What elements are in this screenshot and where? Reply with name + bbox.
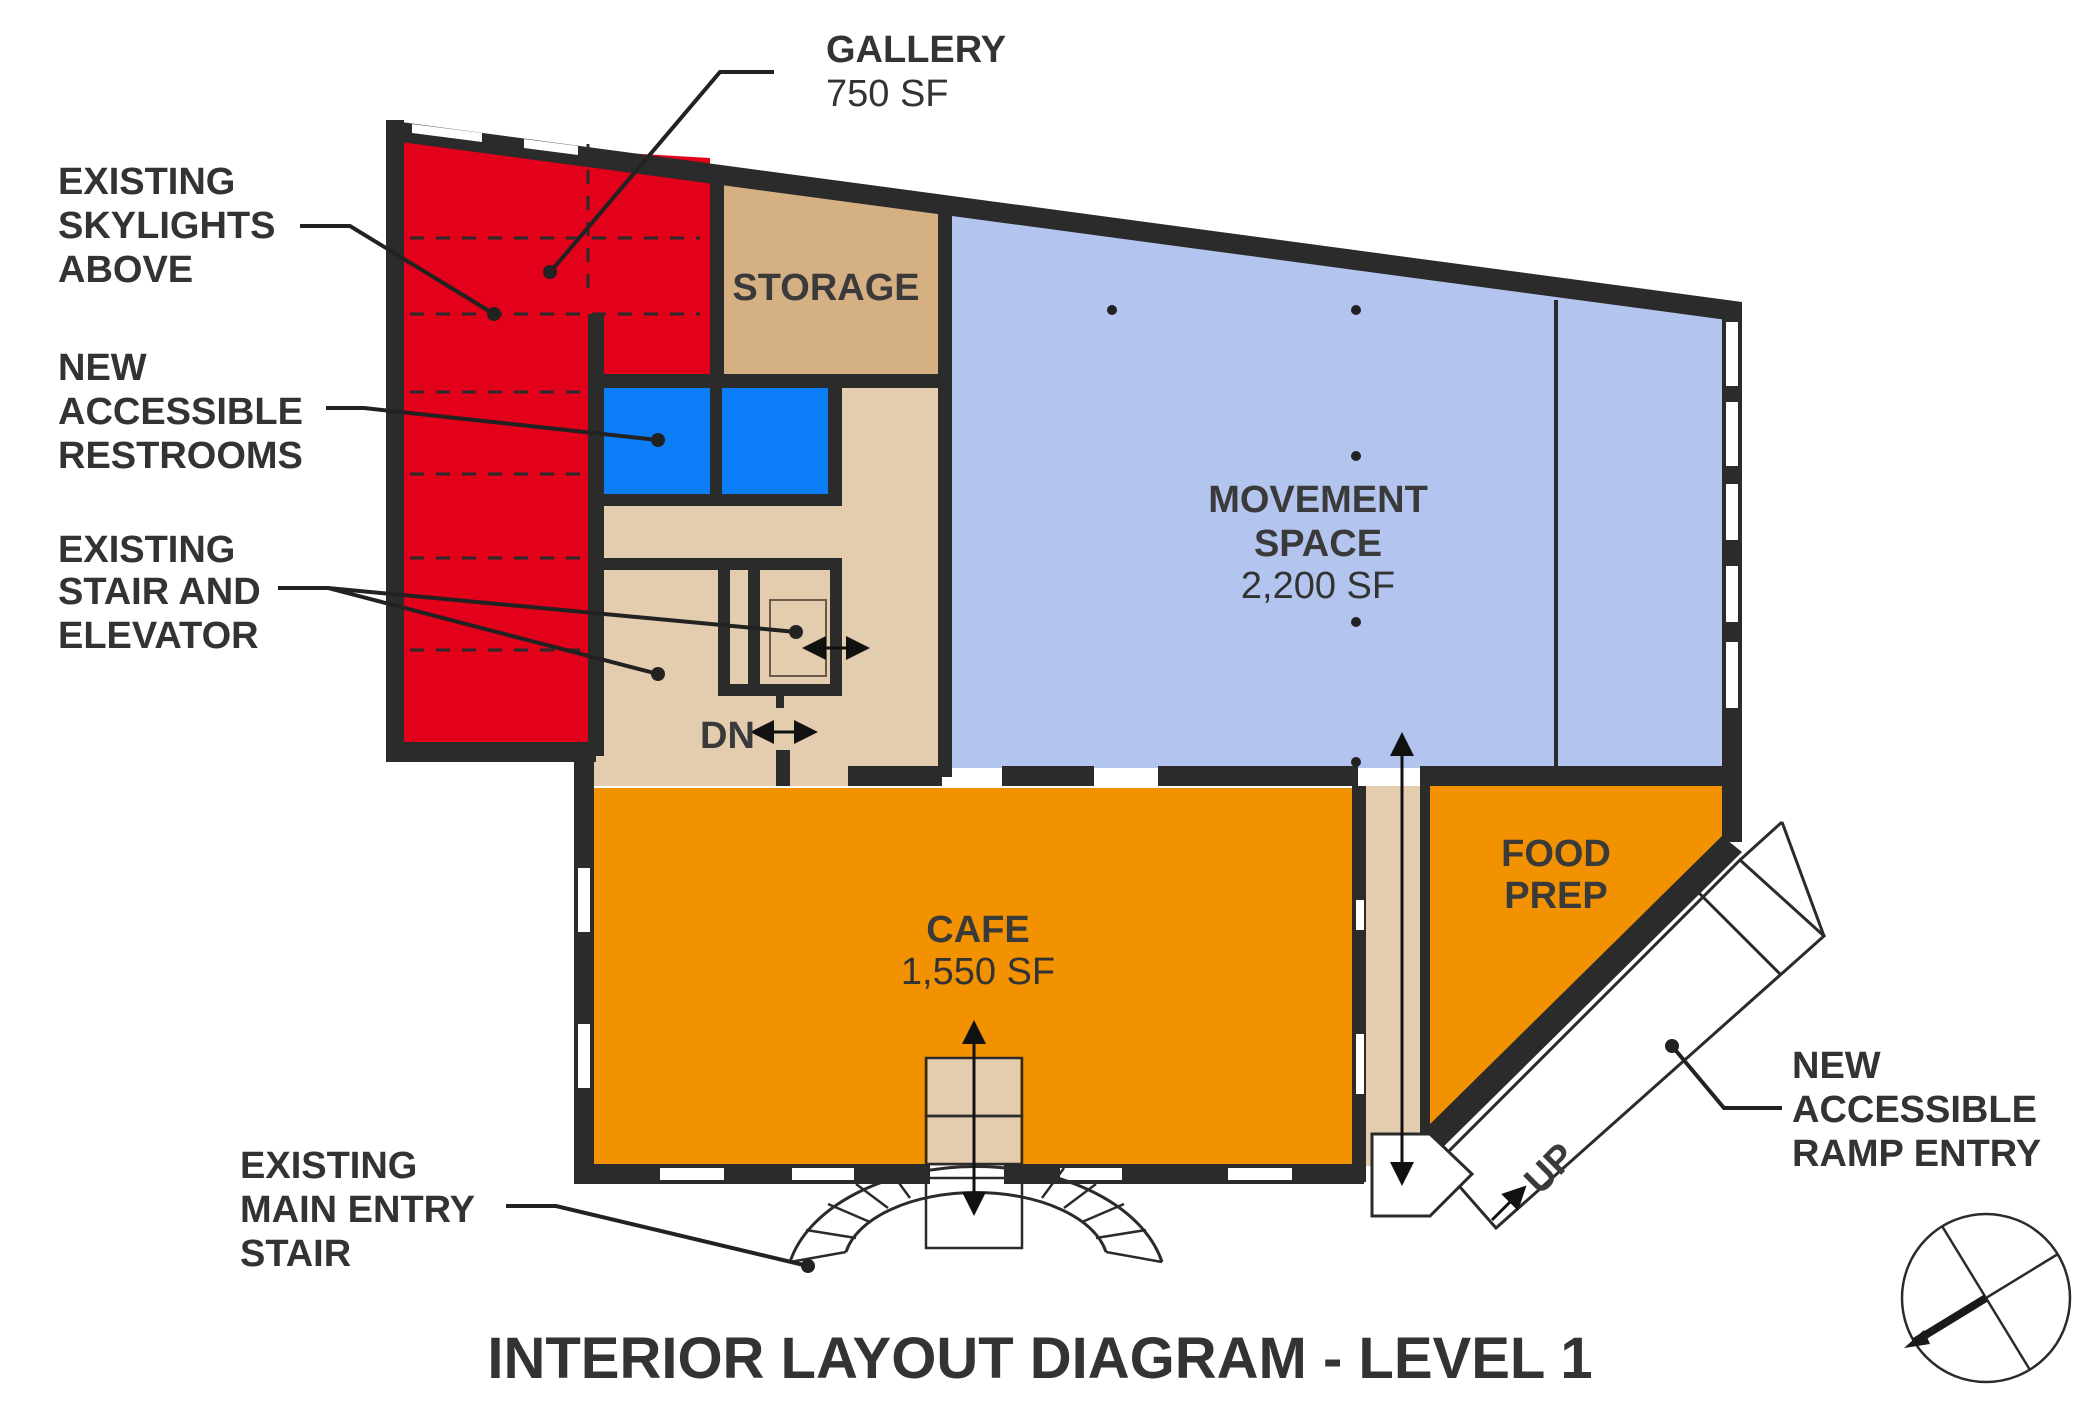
north-arrow-icon xyxy=(1900,1212,2072,1384)
restrooms-callout-line1: NEW xyxy=(58,347,147,389)
gallery-room xyxy=(398,140,710,742)
corridor xyxy=(1362,786,1424,1166)
storage-label: STORAGE xyxy=(732,267,919,309)
callout-leaders xyxy=(278,70,1782,1273)
food-prep-label-line1: FOOD xyxy=(1501,833,1611,875)
cafe-label: CAFE xyxy=(926,909,1029,951)
room-labels: GALLERY 750 SF STORAGE MOVEMENT SPACE 2,… xyxy=(700,29,1611,1202)
stair-elevator-callout-line2: STAIR AND xyxy=(58,571,261,613)
main-entry-callout-line2: MAIN ENTRY xyxy=(240,1189,475,1231)
movement-label-line1: MOVEMENT xyxy=(1208,479,1428,521)
skylights-callout-line1: EXISTING xyxy=(58,161,235,203)
movement-space-room xyxy=(940,208,1735,768)
skylights-callout-line3: ABOVE xyxy=(58,249,193,291)
stair-elevator-callout-line1: EXISTING xyxy=(58,529,235,571)
callout-labels: EXISTING SKYLIGHTS ABOVE NEW ACCESSIBLE … xyxy=(58,161,2041,1275)
ramp-callout-line3: RAMP ENTRY xyxy=(1792,1133,2041,1175)
column-dots xyxy=(1107,305,1361,767)
skylight-lines xyxy=(410,144,700,652)
stair-elevator-callout-line3: ELEVATOR xyxy=(58,615,259,657)
storage-room xyxy=(722,178,940,376)
down-marker: DN xyxy=(700,715,755,757)
cafe-area: 1,550 SF xyxy=(901,951,1055,993)
ramp-callout-line2: ACCESSIBLE xyxy=(1792,1089,2037,1131)
movement-label-line2: SPACE xyxy=(1254,523,1382,565)
windows xyxy=(412,124,1738,1180)
restroom-right xyxy=(722,386,828,494)
food-prep-label-line2: PREP xyxy=(1504,875,1607,917)
gallery-label: GALLERY xyxy=(826,29,1006,71)
main-entry-callout-line3: STAIR xyxy=(240,1233,351,1275)
skylights-callout-line2: SKYLIGHTS xyxy=(58,205,275,247)
ramp-callout-line1: NEW xyxy=(1792,1045,1881,1087)
restrooms-callout-line3: RESTROOMS xyxy=(58,435,303,477)
room-fills xyxy=(398,140,1735,1166)
movement-area: 2,200 SF xyxy=(1241,565,1395,607)
main-entry-callout-line1: EXISTING xyxy=(240,1145,417,1187)
diagram-title: INTERIOR LAYOUT DIAGRAM - LEVEL 1 xyxy=(487,1326,1592,1391)
food-prep-room xyxy=(1428,786,1722,1134)
gallery-area: 750 SF xyxy=(826,73,949,115)
up-marker: UP xyxy=(1517,1135,1584,1202)
restrooms-callout-line2: ACCESSIBLE xyxy=(58,391,303,433)
direction-arrows xyxy=(750,636,1527,1222)
